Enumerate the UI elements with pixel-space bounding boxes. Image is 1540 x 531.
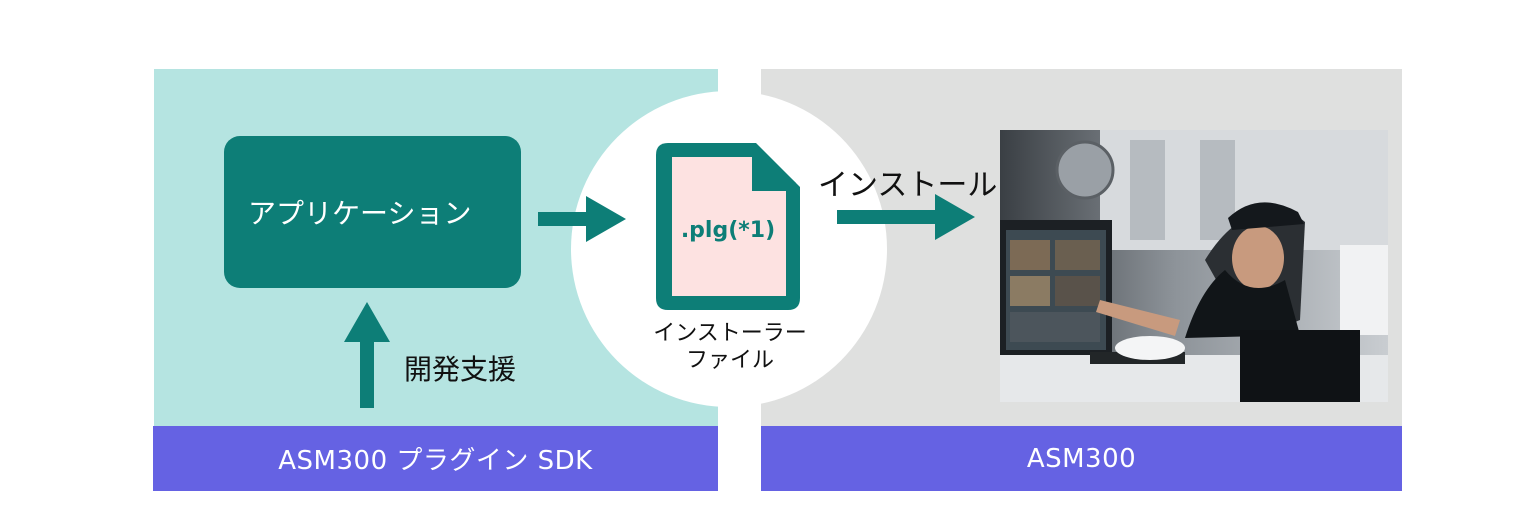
install-arrow-icon [837, 194, 975, 240]
install-label: インストール [818, 168, 998, 203]
asm300-footer-bar: ASM300 [761, 426, 1402, 491]
installer-file-label: インストーラー ファイル [630, 320, 830, 374]
application-label: アプリケーション [248, 197, 472, 230]
plg-file-icon [656, 143, 800, 310]
installer-label-line1: インストーラー [653, 321, 807, 346]
asm300-footer-label: ASM300 [1026, 443, 1137, 474]
sdk-footer-bar: ASM300 プラグイン SDK [153, 426, 718, 491]
plg-file-label: .plg(*1) [680, 218, 776, 243]
up-arrow-icon [344, 302, 390, 408]
security-operator-photo [1000, 130, 1388, 402]
dev-support-label: 開発支援 [404, 353, 517, 386]
application-box: アプリケーション [224, 136, 521, 288]
sdk-footer-label: ASM300 プラグイン SDK [278, 446, 593, 476]
installer-label-line2: ファイル [685, 348, 774, 373]
right-arrow-icon [538, 196, 626, 242]
